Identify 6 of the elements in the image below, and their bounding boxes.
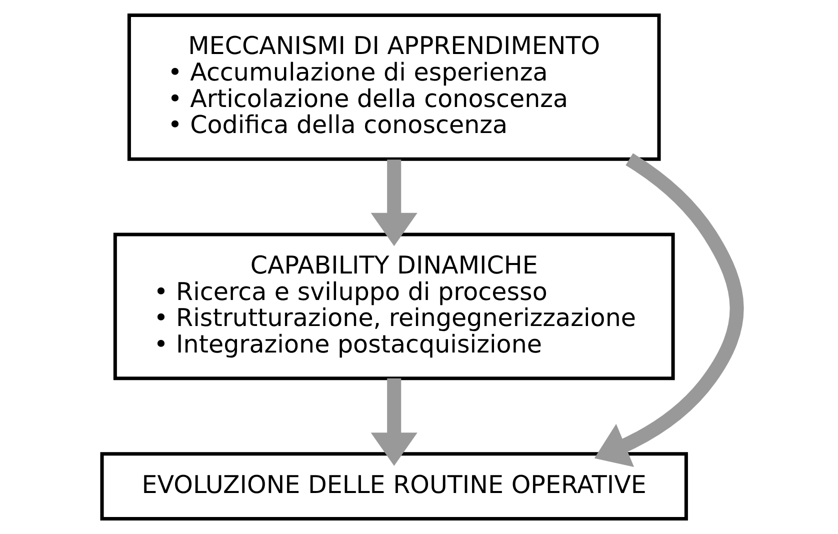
node-box: CAPABILITY DINAMICHE • Ricerca e sviluppo di processo • Ristrutturazione, reingegnerizzazione • Integrazione postacquisizione — [112, 232, 674, 380]
arrow — [370, 160, 417, 246]
node-box: EVOLUZIONE DELLE ROUTINE OPERATIVE — [100, 452, 688, 520]
node-box: MECCANISMI DI APPRENDIMENTO • Accumulazione di esperienza • Articolazione della conoscenza • Codifica della conoscenza — [126, 14, 660, 161]
arrow — [370, 378, 417, 466]
arrow — [594, 153, 744, 467]
